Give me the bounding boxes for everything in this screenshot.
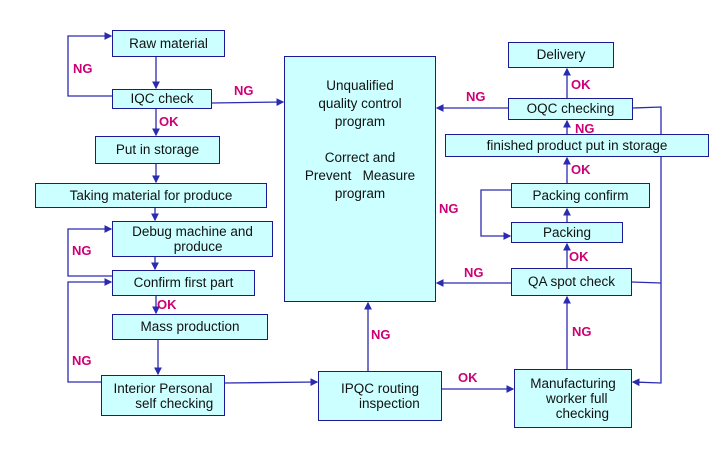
connector-packing-confirm-loop <box>480 189 512 240</box>
connector-iqc-ng-loop <box>67 32 113 97</box>
node-packing: Packing <box>511 222 623 243</box>
node-raw-material: Raw material <box>112 30 225 57</box>
node-debug-machine: Debug machine and produce <box>112 221 273 257</box>
node-central-program: Unqualified quality control program Corr… <box>284 56 436 302</box>
connector-right-bus <box>631 106 662 387</box>
node-delivery: Delivery <box>508 42 614 68</box>
label-ng-oqc-center: NG <box>466 89 486 104</box>
node-confirm-first-part: Confirm first part <box>112 270 255 296</box>
label-ng-right-side: NG <box>439 201 459 216</box>
node-taking-material: Taking material for produce <box>35 183 267 208</box>
connector-confirm-ng-loop <box>67 225 113 277</box>
node-put-in-storage: Put in storage <box>95 136 220 164</box>
label-ng-interior-loop: NG <box>72 353 92 368</box>
label-ng-oqc-storage: NG <box>575 121 595 136</box>
label-ng-mfg-qa: NG <box>572 324 592 339</box>
node-iqc-check: IQC check <box>112 89 212 109</box>
label-ok-qa: OK <box>569 249 589 264</box>
label-ok-ipqc: OK <box>458 370 478 385</box>
node-ipqc-routing: IPQC routing inspection <box>318 371 442 421</box>
label-ng-raw-loop: NG <box>73 61 93 76</box>
connector-interior-ng-loop <box>67 278 113 383</box>
label-ok-packing-confirm: OK <box>571 162 591 177</box>
label-ng-debug-loop: NG <box>72 243 92 258</box>
label-ng-qa-center: NG <box>464 265 484 280</box>
connector-qa-bus <box>631 281 662 284</box>
label-ok-iqc: OK <box>159 114 179 129</box>
node-manufacturing-full-checking: Manufacturing worker full checking <box>514 369 632 428</box>
label-ng-ipqc-center: NG <box>371 327 391 342</box>
node-finished-storage: finished product put in storage <box>445 134 709 157</box>
node-interior-self-checking: Interior Personal self checking <box>101 375 225 416</box>
label-ok-oqc: OK <box>571 77 591 92</box>
label-ng-iqc-center: NG <box>234 83 254 98</box>
node-packing-confirm: Packing confirm <box>511 183 650 208</box>
connector-interior-ipqc <box>224 378 319 386</box>
node-oqc-checking: OQC checking <box>508 98 633 120</box>
connector-iqc-center <box>211 98 285 106</box>
label-ok-confirm: OK <box>157 297 177 312</box>
node-qa-spot-check: QA spot check <box>511 268 632 296</box>
node-mass-production: Mass production <box>112 314 268 340</box>
